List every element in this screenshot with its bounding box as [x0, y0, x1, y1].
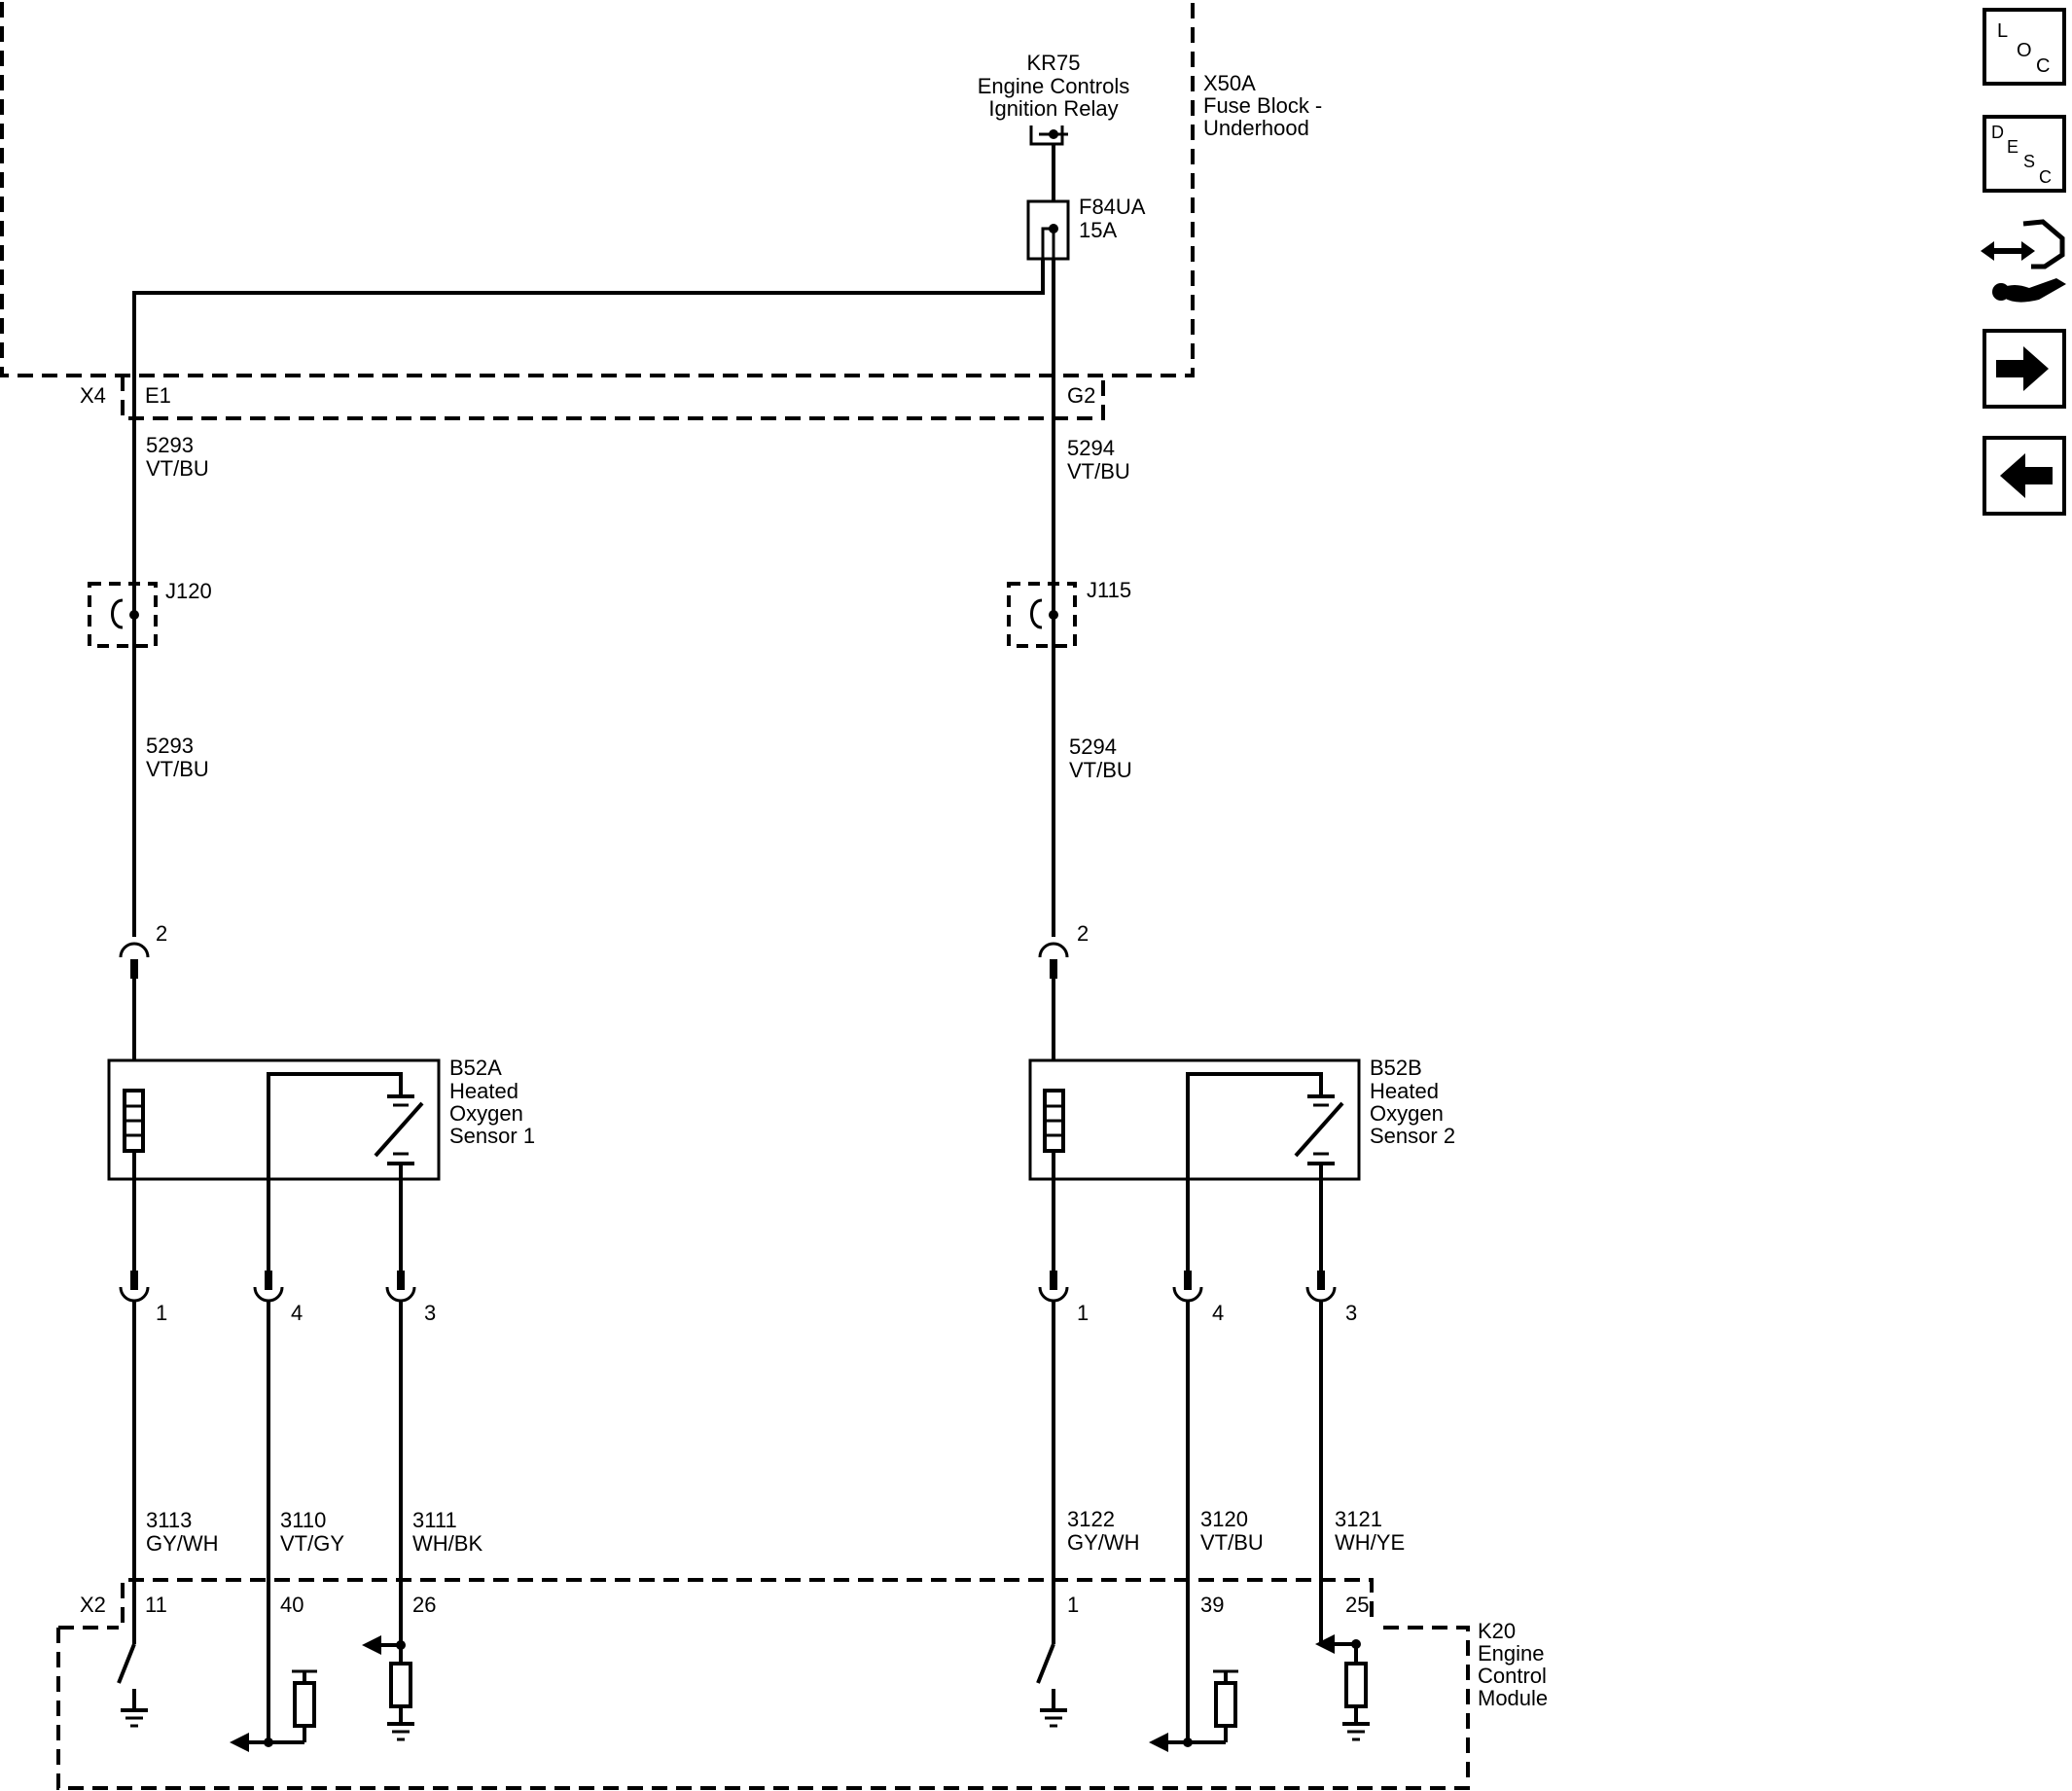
b52a-pin-2: 2	[119, 921, 167, 979]
fuse-f84ua: F84UA 15A	[1026, 144, 1146, 261]
wire-3122-color: GY/WH	[1067, 1530, 1140, 1555]
svg-text:1: 1	[156, 1301, 167, 1325]
svg-text:3: 3	[424, 1301, 436, 1325]
wire-5294-color-upper: VT/BU	[1067, 459, 1130, 484]
wire-3121-number: 3121	[1335, 1507, 1382, 1531]
splice-j120: J120	[88, 579, 212, 648]
ecm-pin-11: 11	[145, 1593, 167, 1617]
b52b-pin-1: 1	[1038, 1271, 1089, 1325]
wire-3111-number: 3111	[412, 1508, 457, 1532]
wire-3121-color: WH/YE	[1335, 1530, 1405, 1555]
svg-text:L: L	[1997, 20, 2008, 42]
relay-name-1: Engine Controls	[978, 74, 1130, 98]
ecm-boundary	[56, 1626, 1470, 1790]
description-icon[interactable]: D E S C	[1983, 115, 2066, 193]
sensor-2-line1: Heated	[1370, 1079, 1439, 1103]
wire-5294-color-lower: VT/BU	[1069, 758, 1132, 782]
svg-text:O: O	[2017, 40, 2032, 61]
oxygen-sensor-1: B52A Heated Oxygen Sensor 1	[107, 1056, 535, 1272]
svg-text:4: 4	[291, 1301, 303, 1325]
svg-text:C: C	[2039, 167, 2052, 187]
wire-5293-number-upper: 5293	[146, 433, 194, 457]
wire-5293-number-lower: 5293	[146, 734, 194, 758]
ecm-pin-26: 26	[412, 1593, 436, 1617]
wire-5293-color-upper: VT/BU	[146, 456, 209, 481]
fuse-block-name-2: Underhood	[1203, 116, 1309, 140]
fuse-block-id: X50A	[1203, 71, 1256, 95]
x4-id: X4	[80, 383, 106, 408]
x4-pin-left: E1	[145, 383, 171, 408]
svg-text:1: 1	[1077, 1301, 1089, 1325]
previous-arrow-icon[interactable]	[1983, 436, 2066, 516]
location-icon[interactable]: L O C	[1983, 8, 2066, 86]
ecm-pin-39: 39	[1200, 1593, 1224, 1617]
relay-id: KR75	[1026, 51, 1080, 75]
wire-3120-color: VT/BU	[1200, 1530, 1264, 1555]
svg-text:2: 2	[1077, 921, 1089, 946]
x4-connector	[121, 376, 1105, 420]
oxygen-sensor-2: B52B Heated Oxygen Sensor 2	[1028, 1056, 1455, 1272]
wire-3113-number: 3113	[146, 1508, 192, 1532]
next-arrow-icon[interactable]	[1983, 329, 2066, 409]
connector-view-icon[interactable]	[1981, 219, 2066, 303]
svg-text:E: E	[2007, 137, 2018, 157]
x2-connector	[121, 1578, 1374, 1623]
sensor-2-id: B52B	[1370, 1056, 1422, 1080]
ecm-line3: Module	[1478, 1686, 1548, 1710]
b52b-pin-3: 3	[1305, 1271, 1357, 1325]
ecm-id: K20	[1478, 1619, 1516, 1643]
ecm-pin-40: 40	[280, 1593, 304, 1617]
fuse-rating: 15A	[1079, 218, 1117, 242]
ecm-line2: Control	[1478, 1664, 1547, 1688]
fuse-block-boundary	[0, 2, 1195, 377]
b52a-pin-3: 3	[385, 1271, 436, 1325]
ecm-line1: Engine	[1478, 1641, 1545, 1666]
svg-text:4: 4	[1212, 1301, 1224, 1325]
wire-3110-number: 3110	[280, 1508, 326, 1532]
x4-pin-right: G2	[1067, 383, 1095, 408]
ecm-pin-25: 25	[1345, 1593, 1369, 1617]
sensor-2-line2: Oxygen	[1370, 1101, 1444, 1126]
b52b-pin-4: 4	[1172, 1271, 1224, 1325]
x2-id: X2	[80, 1593, 106, 1617]
ecm-left-internals	[117, 1635, 414, 1752]
splice-j115-label: J115	[1087, 578, 1131, 602]
svg-text:2: 2	[156, 921, 167, 946]
fuse-block-name-1: Fuse Block -	[1203, 93, 1322, 118]
splice-j115: J115	[1007, 578, 1131, 648]
svg-text:S: S	[2023, 152, 2035, 171]
b52a-pin-4: 4	[253, 1271, 303, 1325]
splice-j120-label: J120	[165, 579, 212, 603]
wire-3113-color: GY/WH	[146, 1531, 219, 1556]
sensor-1-line3: Sensor 1	[449, 1124, 535, 1148]
wire-3122-number: 3122	[1067, 1507, 1115, 1531]
svg-text:3: 3	[1345, 1301, 1357, 1325]
wire-5294-number-lower: 5294	[1069, 734, 1117, 759]
wire-5293-color-lower: VT/BU	[146, 757, 209, 781]
b52a-pin-1: 1	[119, 1271, 167, 1325]
ignition-relay: KR75 Engine Controls Ignition Relay	[978, 51, 1130, 146]
sensor-1-line1: Heated	[449, 1079, 518, 1103]
svg-text:D: D	[1991, 123, 2004, 142]
b52b-pin-2: 2	[1038, 921, 1089, 979]
feed-wire-left	[132, 259, 1045, 937]
sensor-1-line2: Oxygen	[449, 1101, 523, 1126]
fuse-id: F84UA	[1079, 195, 1146, 219]
sensor-1-id: B52A	[449, 1056, 502, 1080]
ecm-pin-1: 1	[1067, 1593, 1079, 1617]
relay-name-2: Ignition Relay	[988, 96, 1118, 121]
ecm-right-internals	[1036, 1623, 1370, 1752]
svg-text:C: C	[2036, 55, 2050, 77]
wire-3120-number: 3120	[1200, 1507, 1248, 1531]
wire-3110-color: VT/GY	[280, 1531, 344, 1556]
wire-3111-color: WH/BK	[412, 1531, 482, 1556]
wire-5294-number-upper: 5294	[1067, 436, 1115, 460]
sensor-2-line3: Sensor 2	[1370, 1124, 1455, 1148]
